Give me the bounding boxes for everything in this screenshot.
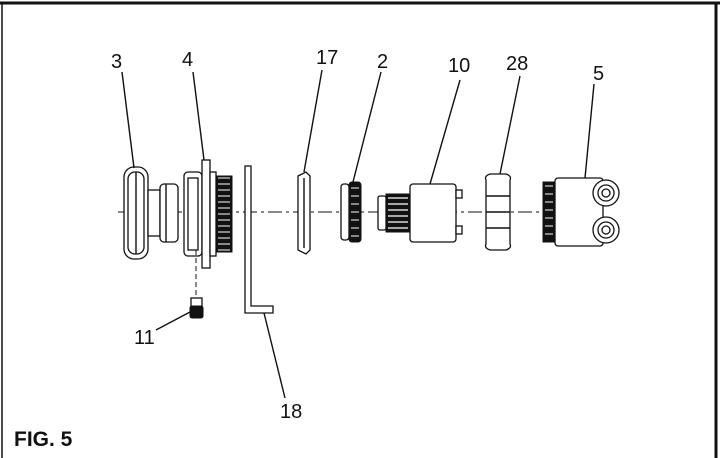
callout-11: 11 — [134, 327, 155, 349]
part-2-gasket — [340, 181, 362, 243]
part-4-threaded-bezel — [183, 159, 233, 298]
callout-2: 2 — [377, 51, 388, 73]
part-18-l-bracket — [244, 165, 274, 314]
leader-lines — [121, 69, 595, 399]
part-3-cap — [123, 166, 179, 260]
part-5-connector — [542, 177, 620, 247]
part-17-washer — [297, 171, 311, 255]
callout-3: 3 — [111, 51, 122, 73]
callout-5: 5 — [593, 63, 604, 85]
callout-28: 28 — [506, 53, 528, 75]
part-28-hex-nut — [484, 173, 512, 251]
part-10-switch-body — [377, 183, 463, 243]
callout-4: 4 — [182, 49, 193, 71]
figure-caption: FIG. 5 — [14, 428, 73, 451]
part-11-screw — [189, 297, 204, 319]
callout-17: 17 — [316, 47, 338, 69]
callout-10: 10 — [448, 55, 470, 77]
callout-18: 18 — [280, 401, 302, 423]
